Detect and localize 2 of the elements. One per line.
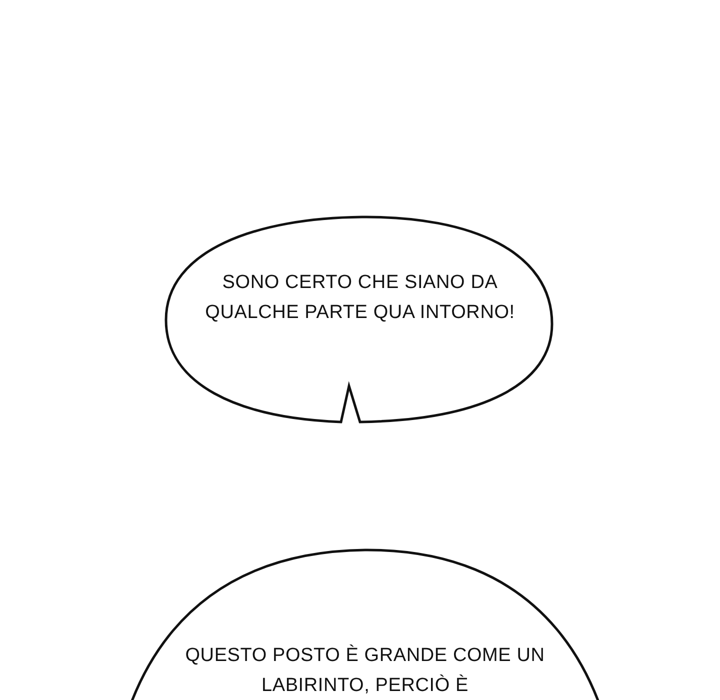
dialogue-text: QUESTO POSTO È GRANDE COME UN LABIRINTO, PERCIÒ È — [184, 644, 546, 698]
dialogue-text: SONO CERTO CHE SIANO DA QUALCHE PARTE QUA INTORNO! — [204, 271, 516, 325]
